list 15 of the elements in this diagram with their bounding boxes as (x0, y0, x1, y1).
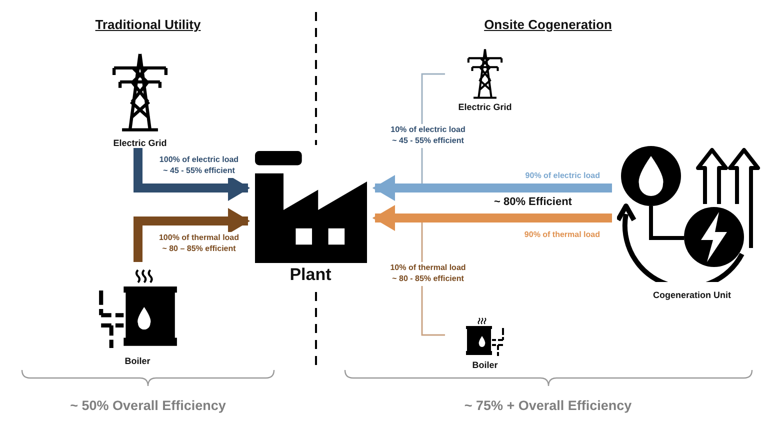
cogeneration-unit-label: Cogeneration Unit (653, 290, 731, 300)
efficiency-summary: ~ 50% Overall Efficiency (70, 398, 226, 413)
section-heading: Onsite Cogeneration (484, 17, 612, 32)
electric-grid-label: Electric Grid (113, 138, 167, 148)
efficiency-label: ~ 80% Efficient (494, 196, 572, 208)
flow-arrow (373, 205, 612, 231)
section-heading: Traditional Utility (95, 17, 201, 32)
plant-label: Plant (290, 265, 332, 285)
boiler-label: Boiler (124, 356, 150, 366)
flow-arrow (134, 208, 250, 262)
flow-arrow (373, 175, 612, 201)
boiler-label: Boiler (472, 360, 498, 370)
efficiency-summary: ~ 75% + Overall Efficiency (464, 398, 632, 413)
flow-arrow (134, 148, 250, 201)
electric-grid-label: Electric Grid (458, 102, 512, 112)
